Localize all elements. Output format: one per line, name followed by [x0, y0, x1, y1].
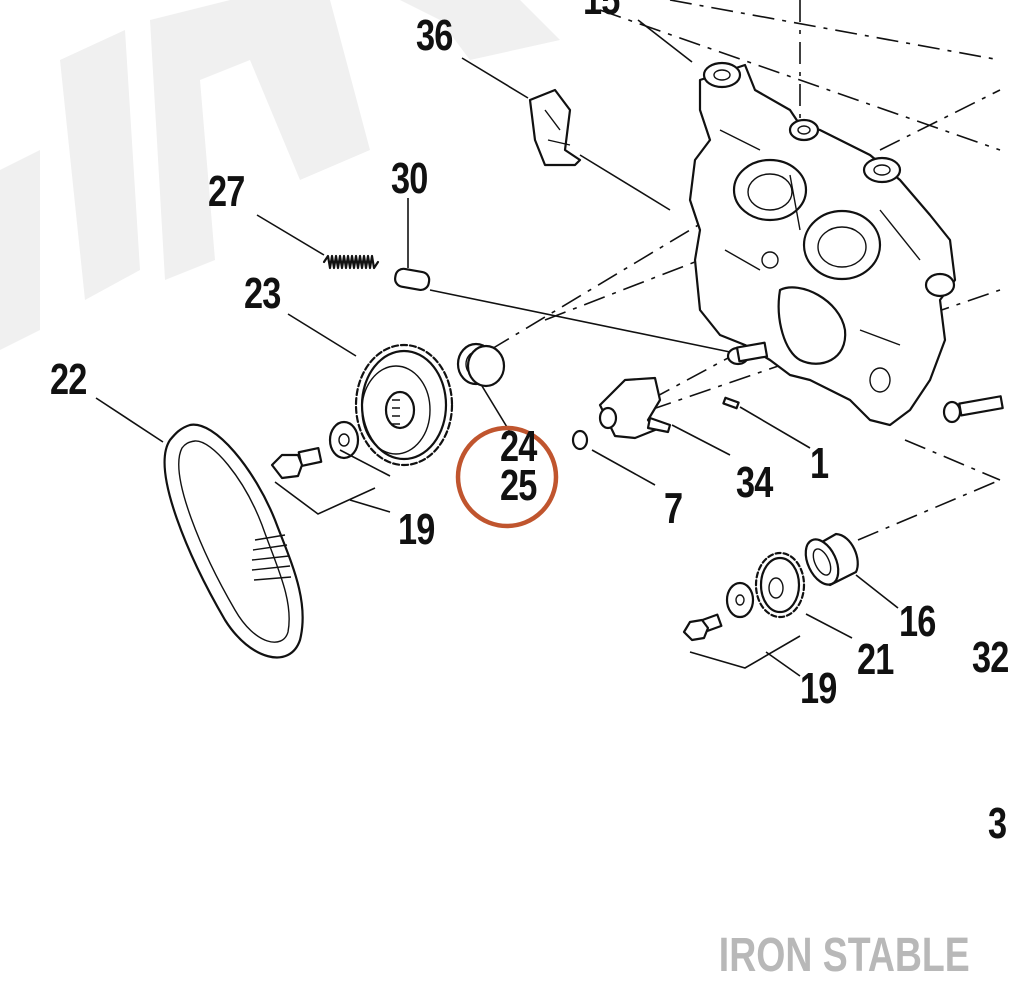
callout-36: 36 [416, 11, 453, 60]
belt-part-22 [163, 423, 304, 659]
callout-19-left: 19 [398, 505, 435, 554]
bolt-washer-part-19 [270, 420, 360, 480]
watermark-logo-text: IRON STABLE [719, 929, 970, 982]
callout-30: 30 [391, 154, 428, 203]
callout-1: 1 [810, 439, 829, 488]
highlight-circle [455, 425, 559, 529]
callout-16: 16 [899, 597, 936, 646]
bolt-washer-part-19b [682, 581, 755, 642]
callout-25: 25 [500, 461, 537, 510]
tensioner-part-34 [598, 376, 672, 440]
callout-22: 22 [50, 355, 87, 404]
callout-15: 15 [583, 0, 620, 22]
callout-32: 32 [972, 633, 1009, 682]
sprocket-part-21 [754, 551, 806, 619]
callout-7: 7 [664, 484, 683, 533]
callout-23: 23 [244, 269, 281, 318]
leader-lines [95, 19, 899, 677]
spring-part-27 [322, 254, 380, 270]
housing-part-15 [688, 61, 957, 427]
callout-21: 21 [857, 635, 894, 684]
callout-24: 24 [500, 422, 537, 471]
background-watermark-shape [0, 0, 560, 350]
callout-19-right: 19 [800, 664, 837, 713]
callout-3: 3 [988, 799, 1007, 848]
dowel-part-1 [722, 396, 740, 410]
seal-part-24-25 [456, 342, 506, 388]
callout-27: 27 [208, 167, 245, 216]
guide-part-36 [528, 88, 582, 167]
pin-part-30 [394, 267, 431, 292]
bolt-right-part [942, 395, 1004, 424]
bushing-part-16 [804, 532, 859, 587]
gear-part-23 [354, 343, 454, 467]
callout-34: 34 [736, 458, 773, 507]
ring-part-7 [571, 429, 589, 451]
